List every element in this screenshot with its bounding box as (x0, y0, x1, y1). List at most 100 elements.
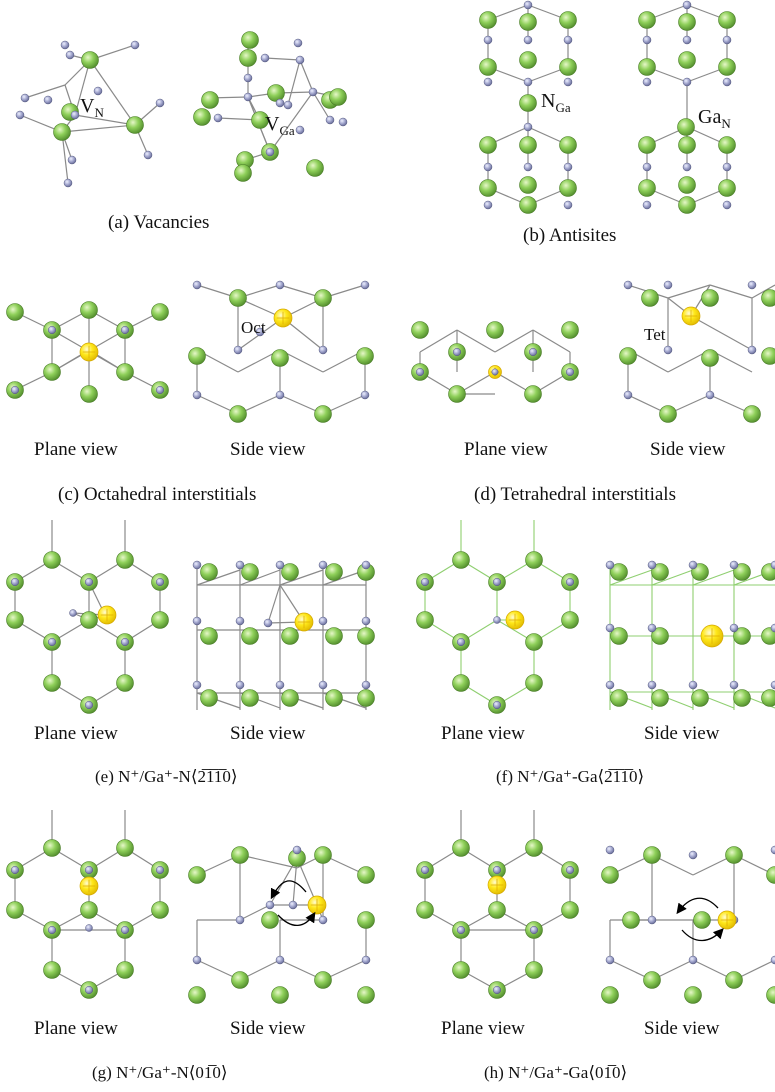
bond (692, 569, 735, 586)
n-atom (155, 98, 165, 108)
ga-atom (622, 911, 640, 929)
n-atom (523, 162, 533, 172)
n-atom (67, 155, 77, 165)
n-atom (563, 200, 573, 210)
plane-view-label-d: Plane view (464, 439, 548, 460)
ga-atom (519, 51, 537, 69)
ga-atom (6, 611, 24, 629)
n-atom (283, 100, 293, 110)
n-atom (623, 390, 633, 400)
caption-h: (h) N⁺/Ga⁺-Ga⟨01̅0⟩ (484, 1063, 627, 1082)
n-atom (70, 110, 80, 120)
n-atom (452, 347, 462, 357)
n-atom (15, 110, 25, 120)
n-atom (770, 845, 775, 855)
n-atom (705, 390, 715, 400)
n-atom (84, 865, 94, 875)
ga-atom (281, 563, 299, 581)
n-atom (213, 113, 223, 123)
ga-atom (610, 627, 628, 645)
ga-atom (200, 563, 218, 581)
n-atom (688, 560, 698, 570)
ga-atom (761, 347, 775, 365)
ga-atom (234, 164, 252, 182)
n-atom (93, 86, 103, 96)
n-atom (492, 985, 502, 995)
n-atom (483, 200, 493, 210)
caption-f: (f) N⁺/Ga⁺-Ga⟨2̅1̅1̅0⟩ (496, 767, 644, 786)
bond (196, 569, 241, 586)
n-atom (192, 680, 202, 690)
ga-atom (357, 627, 375, 645)
ga-atom (200, 689, 218, 707)
n-atom (770, 623, 775, 633)
plane-view-label-e: Plane view (34, 723, 118, 744)
ga-atom (619, 347, 637, 365)
n-atom (605, 845, 615, 855)
n-atom (747, 345, 757, 355)
n-atom (275, 390, 285, 400)
ga-atom (116, 839, 134, 857)
ga-atom (525, 839, 543, 857)
ga-atom (81, 51, 99, 69)
n-atom (84, 985, 94, 995)
n-atom (729, 680, 739, 690)
n-atom (647, 623, 657, 633)
ga-atom (479, 179, 497, 197)
n-atom (682, 162, 692, 172)
arrow-layer (270, 880, 724, 942)
n-atom (688, 680, 698, 690)
n-atom (492, 865, 502, 875)
n-atom (318, 915, 328, 925)
n-atom (275, 98, 285, 108)
ga-atom (239, 49, 257, 67)
n-atom (563, 162, 573, 172)
bond (532, 329, 571, 353)
ga-atom (761, 689, 775, 707)
n-atom (642, 77, 652, 87)
ga-atom (452, 551, 470, 569)
ga-atom (638, 179, 656, 197)
ga-atom (281, 627, 299, 645)
ga-atom (80, 385, 98, 403)
ga-atom (116, 363, 134, 381)
ga-atom (229, 405, 247, 423)
n-atom (155, 865, 165, 875)
migration-arrow (676, 897, 719, 915)
ga-atom (356, 347, 374, 365)
ga-atom (271, 986, 289, 1004)
ga-atom (452, 674, 470, 692)
caption-e: (e) N⁺/Ga⁺-N⟨2̅1̅1̅0⟩ (95, 767, 237, 786)
n-atom (288, 900, 298, 910)
n-atom (120, 925, 130, 935)
side-view-label-c: Side view (230, 439, 306, 460)
ga-atom (725, 971, 743, 989)
ga-atom (416, 901, 434, 919)
n-atom (682, 35, 692, 45)
ga-atom (677, 118, 695, 136)
ga-atom (479, 136, 497, 154)
ga-atom (561, 321, 579, 339)
ga-atom (718, 136, 736, 154)
plane-view-label-f: Plane view (441, 723, 525, 744)
ga-atom (651, 689, 669, 707)
ga-atom (80, 901, 98, 919)
ga-atom (761, 627, 775, 645)
n-atom (747, 280, 757, 290)
ga-atom (641, 289, 659, 307)
ga-atom (766, 986, 775, 1004)
ga-atom (261, 911, 279, 929)
bond (751, 284, 775, 299)
ga-atom (743, 405, 761, 423)
n-atom (143, 150, 153, 160)
ga-atom (561, 901, 579, 919)
migration-arrow (681, 928, 724, 942)
ga-atom (200, 627, 218, 645)
caption-b: (b) Antisites (523, 225, 616, 246)
ga-atom (314, 405, 332, 423)
oct-site-label: Oct (241, 318, 266, 337)
n-atom (69, 609, 77, 617)
n-atom (565, 577, 575, 587)
n-atom (642, 35, 652, 45)
n-atom (492, 577, 502, 587)
